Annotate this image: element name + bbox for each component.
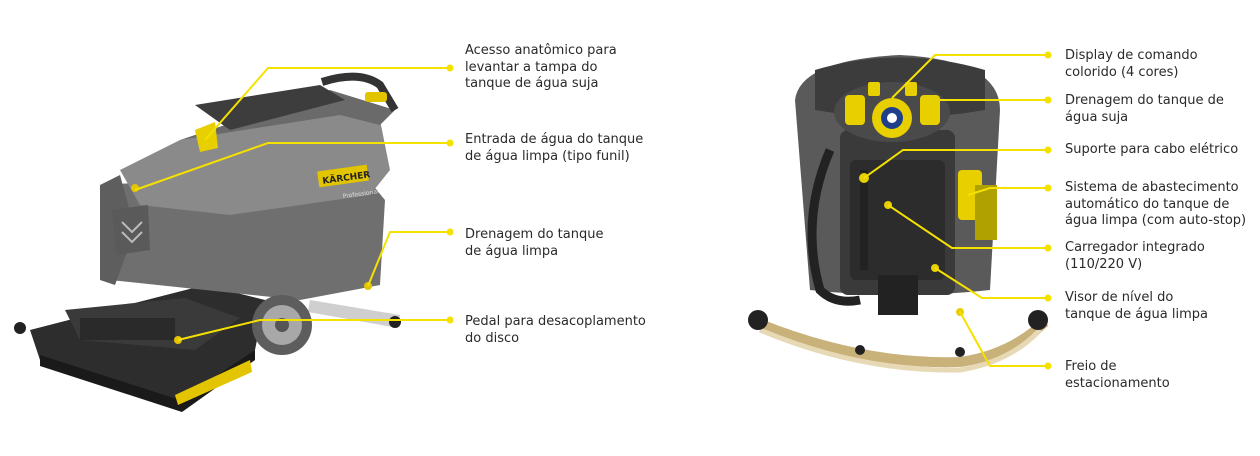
callout-carregador-label: Carregador integrado (110/220 V) — [1065, 240, 1205, 272]
callout-freio-label: Freio de estacionamento — [1065, 359, 1170, 391]
callout-cabo-label: Suporte para cabo elétrico — [1065, 142, 1239, 157]
right-leader-lines — [863, 51, 1052, 370]
leader-line-visor — [934, 267, 1048, 299]
callout-display-label: Display de comando colorido (4 cores) — [1065, 48, 1198, 80]
leader-line-pedal — [177, 319, 450, 341]
left-leader-lines — [134, 64, 454, 341]
scrubber-rear-view — [748, 55, 1049, 373]
scrubber-side-view: KÄRCHER Professional — [14, 72, 401, 412]
callout-visor-label: Visor de nível do tanque de água limpa — [1065, 290, 1208, 322]
callout-tampa-label: Acesso anatômico para levantar a tampa d… — [465, 43, 617, 91]
leader-line-entrada — [134, 142, 450, 191]
left-brand-subtext: Professional — [342, 188, 379, 200]
leader-line-display — [891, 54, 1048, 99]
leader-line-carregador — [887, 204, 1048, 249]
callout-entrada-label: Entrada de água do tanque de água limpa … — [465, 132, 644, 164]
leader-line-abastecimento — [967, 187, 1048, 196]
callout-drenagem-suja-label: Drenagem do tanque de água suja — [1065, 93, 1224, 125]
leader-line-drenagem — [367, 231, 450, 287]
callout-pedal-label: Pedal para desacoplamento do disco — [465, 314, 646, 346]
callout-abastecimento-label: Sistema de abastecimento automático do t… — [1065, 180, 1247, 228]
leader-line-cabo — [863, 149, 1048, 179]
leader-line-tampa — [204, 67, 450, 141]
callout-drenagem-limpa-label: Drenagem do tanque de água limpa — [465, 227, 604, 259]
leader-line-freio — [959, 311, 1048, 367]
